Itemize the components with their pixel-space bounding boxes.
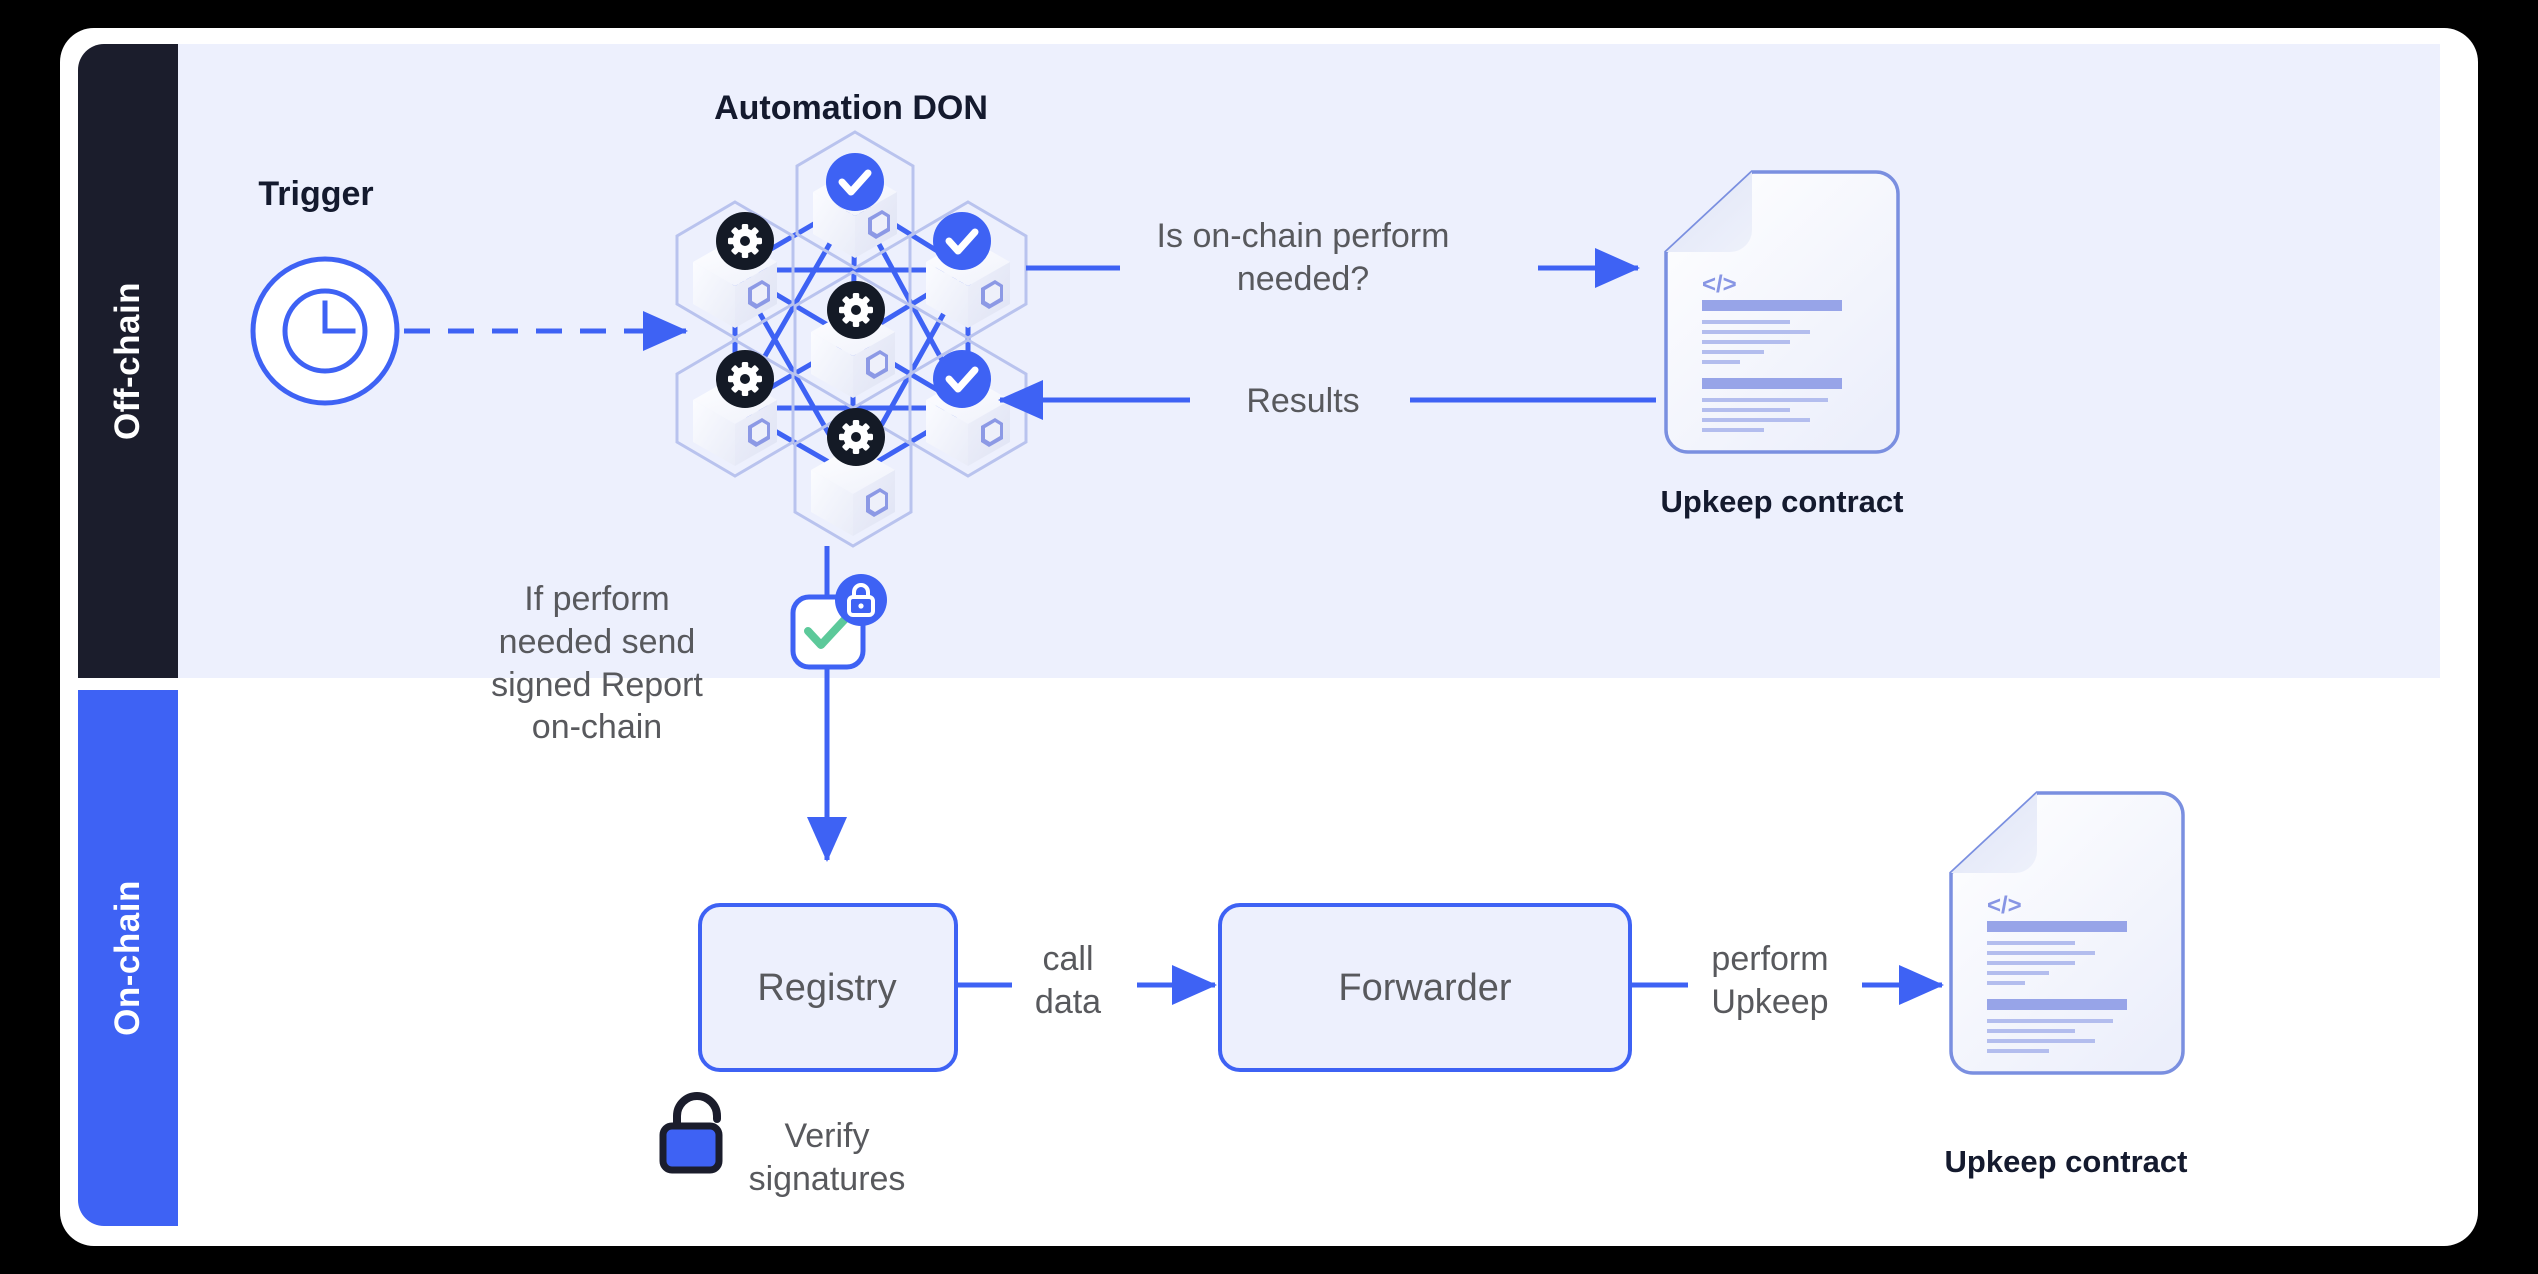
open-padlock-icon [659,1092,723,1174]
check-icon [933,212,991,270]
forwarder-label: Forwarder [1338,967,1512,1009]
call-data-label: call data [1034,940,1102,1021]
clock-icon[interactable] [250,256,400,406]
code-glyph: </> [1702,271,1737,298]
upkeep-contract-document-onchain[interactable]: </> [1949,791,2185,1075]
offchain-band [178,44,2440,678]
don-node-badges [716,153,991,466]
gear-icon [827,281,885,339]
registry-label: Registry [757,967,897,1009]
perform-upkeep-label: perform Upkeep [1711,940,1829,1021]
don-title: Automation DON [714,89,988,127]
perform-question-label: Is on-chain perform needed? [1156,217,1450,298]
section-rail-onchain: On-chain [78,690,178,1226]
trigger-label: Trigger [258,175,374,213]
check-icon [826,153,884,211]
gear-icon [716,212,774,270]
code-glyph: </> [1987,892,2022,919]
gear-icon [827,408,885,466]
results-label: Results [1246,382,1360,420]
gear-icon [716,350,774,408]
signed-report-badge[interactable] [790,574,887,670]
signed-report-label: If perform needed send signed Report on-… [491,580,703,747]
upkeep-contract-label-onchain: Upkeep contract [1944,1144,2188,1179]
verify-signatures-label: Verify signatures [748,1117,906,1198]
check-icon [933,350,991,408]
upkeep-contract-label-offchain: Upkeep contract [1660,484,1904,519]
section-rail-offchain: Off-chain [78,44,178,678]
lock-icon [835,574,887,626]
upkeep-contract-document-offchain[interactable]: </> [1664,170,1900,454]
